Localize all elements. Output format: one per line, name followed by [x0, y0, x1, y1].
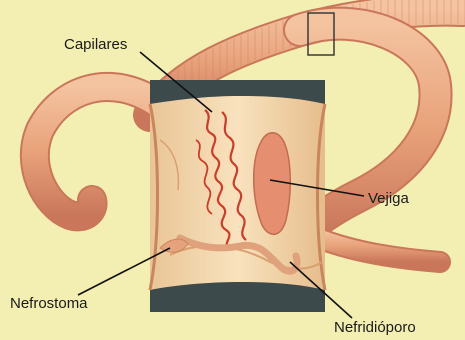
magnified-section	[150, 80, 325, 312]
capilares-label: Capilares	[64, 37, 127, 52]
nefrostoma-label: Nefrostoma	[10, 296, 88, 311]
bladder-shape	[254, 133, 291, 235]
vejiga-label: Vejiga	[368, 191, 409, 206]
nefridioporo-label: Nefridióporo	[334, 320, 416, 335]
